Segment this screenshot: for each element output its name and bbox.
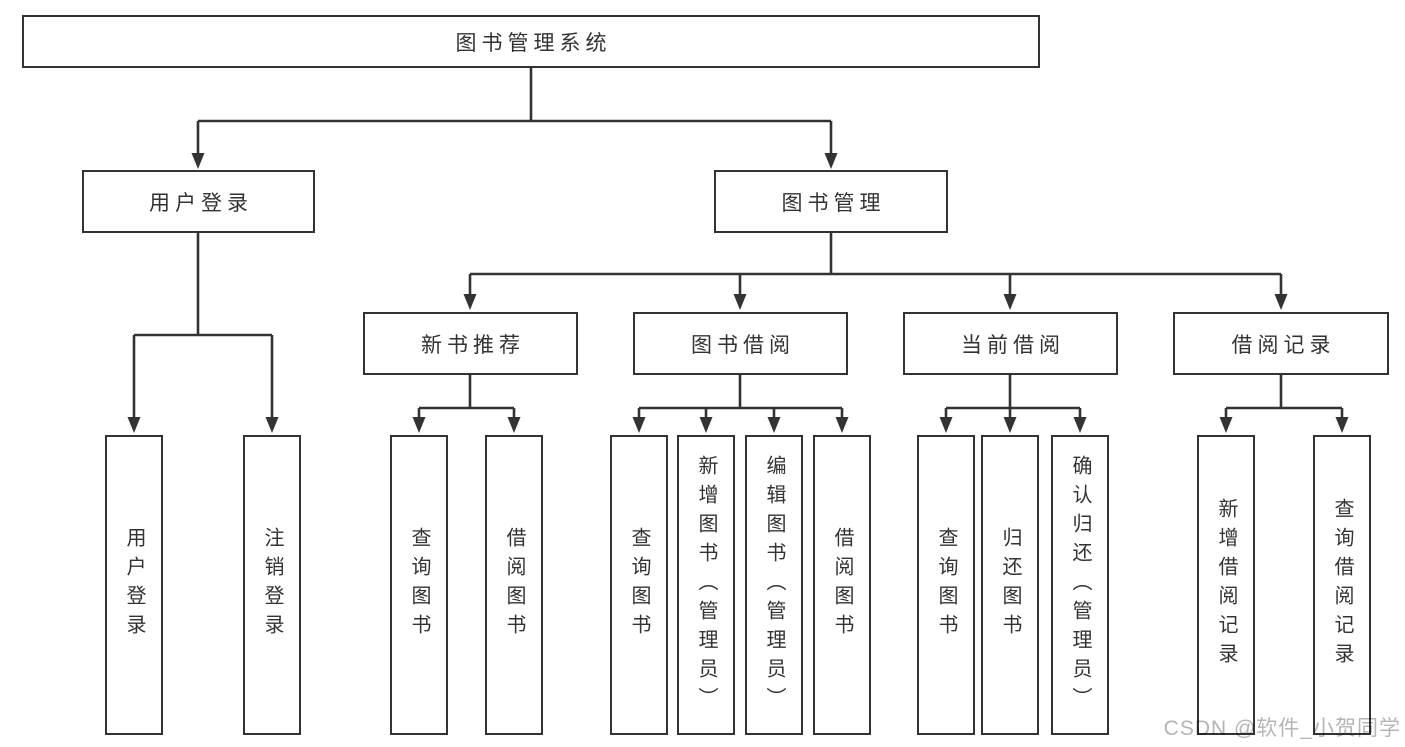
connector-current-borrow-children xyxy=(939,375,1087,433)
arrowhead-icon xyxy=(1003,417,1017,433)
node-logout: 注销登录 xyxy=(243,435,301,735)
node-user-login-action: 用户登录 xyxy=(105,435,163,735)
arrowhead-icon xyxy=(699,417,713,433)
arrowhead-icon xyxy=(191,153,205,169)
arrowhead-icon xyxy=(632,417,646,433)
arrowhead-icon xyxy=(1335,417,1349,433)
arrowhead-icon xyxy=(507,417,521,433)
connector-root-to-level2 xyxy=(191,68,838,169)
arrowhead-icon xyxy=(1073,417,1087,433)
connector-book-borrow-children xyxy=(632,375,849,433)
node-query-books-borrow: 查询图书 xyxy=(610,435,668,735)
arrowhead-icon xyxy=(127,417,141,433)
node-query-borrow-record: 查询借阅记录 xyxy=(1313,435,1371,735)
node-query-books-current: 查询图书 xyxy=(917,435,975,735)
arrowhead-icon xyxy=(463,294,477,310)
arrowhead-icon xyxy=(835,417,849,433)
watermark: CSDN @软件_小贺同学 xyxy=(1163,717,1401,740)
node-edit-books-admin: 编辑图书（管理员） xyxy=(745,435,803,735)
node-book-management: 图书管理 xyxy=(714,170,948,233)
node-borrow-books-recommend: 借阅图书 xyxy=(485,435,543,735)
node-confirm-return-admin: 确认归还（管理员） xyxy=(1051,435,1109,735)
arrowhead-icon xyxy=(265,417,279,433)
arrowhead-icon xyxy=(939,417,953,433)
arrowhead-icon xyxy=(1219,417,1233,433)
arrowhead-icon xyxy=(412,417,426,433)
node-query-books-recommend: 查询图书 xyxy=(390,435,448,735)
node-user-login: 用户登录 xyxy=(82,170,315,233)
arrowhead-icon xyxy=(1003,294,1017,310)
connector-user-login-children xyxy=(127,233,279,433)
node-library-system: 图书管理系统 xyxy=(22,15,1040,68)
arrowhead-icon xyxy=(767,417,781,433)
node-borrow-records: 借阅记录 xyxy=(1173,312,1389,375)
node-return-books: 归还图书 xyxy=(981,435,1039,735)
node-borrow-books: 借阅图书 xyxy=(813,435,871,735)
node-book-borrow: 图书借阅 xyxy=(633,312,848,375)
arrowhead-icon xyxy=(733,294,747,310)
node-current-borrow: 当前借阅 xyxy=(903,312,1118,375)
arrowhead-icon xyxy=(824,153,838,169)
connector-book-management-children xyxy=(463,233,1288,310)
node-new-book-recommend: 新书推荐 xyxy=(363,312,578,375)
connector-borrow-records-children xyxy=(1219,375,1349,433)
connector-new-book-recommend-children xyxy=(412,375,521,433)
node-add-borrow-record: 新增借阅记录 xyxy=(1197,435,1255,735)
arrowhead-icon xyxy=(1274,294,1288,310)
node-add-books-admin: 新增图书（管理员） xyxy=(677,435,735,735)
